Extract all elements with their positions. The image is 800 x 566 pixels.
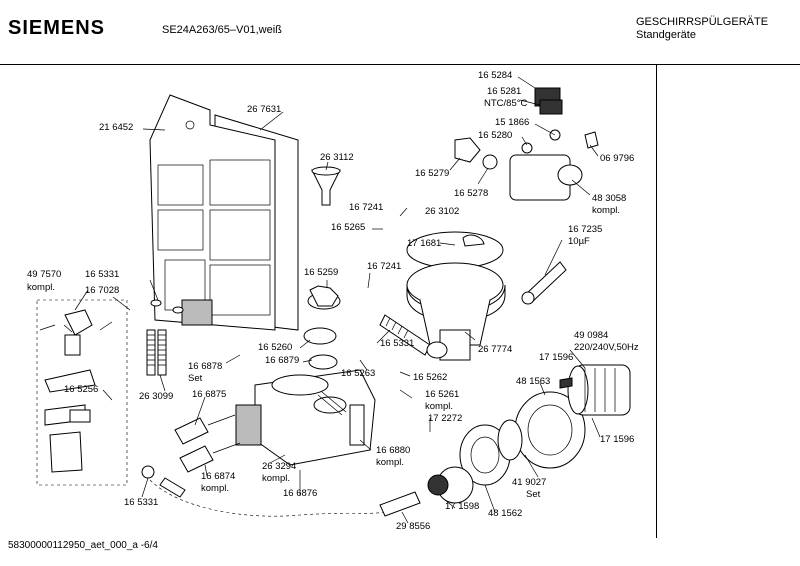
part-label: Set: [526, 489, 541, 500]
kit-497570-drawing: [36, 299, 128, 486]
part-label: 26 7631: [247, 104, 281, 115]
brand-logo: SIEMENS: [8, 17, 106, 39]
part-label: 26 3112: [320, 152, 354, 163]
part-label: 16 5262: [413, 372, 447, 383]
part-label: 16 5261: [425, 389, 459, 400]
part-label: 16 6879: [265, 355, 299, 366]
valves-drawing: [174, 414, 241, 473]
part-label: 15 1866: [495, 117, 529, 128]
part-label: 17 2272: [428, 413, 462, 424]
category-title: GESCHIRRSPÜLGERÄTE: [636, 16, 769, 28]
part-label: 17 1681: [407, 238, 441, 249]
part-label: 16 5280: [478, 130, 512, 141]
category-subtitle: Standgeräte: [636, 29, 696, 41]
part-label: kompl.: [262, 473, 290, 484]
panel-drawing: [149, 94, 299, 331]
capacitor-drawing: [521, 261, 567, 305]
rings-drawing: [303, 285, 341, 370]
part-label: 21 6452: [99, 122, 133, 133]
part-label: 16 5265: [331, 222, 365, 233]
part-label: 16 5284: [478, 70, 512, 81]
part-label: 16 5331: [124, 497, 158, 508]
part-label: 16 7028: [85, 285, 119, 296]
part-label: 16 5331: [380, 338, 414, 349]
part-label: kompl.: [425, 401, 453, 412]
part-label: 16 5256: [64, 384, 98, 395]
part-label: 10µF: [568, 236, 590, 247]
model-number: SE24A263/65–V01,weiß: [162, 24, 282, 36]
part-label: 48 1562: [488, 508, 522, 519]
drain-hose-drawing: [141, 465, 421, 517]
part-label: NTC/85°C: [484, 98, 528, 109]
part-label: 26 7774: [478, 344, 512, 355]
hose-drawing: [379, 314, 448, 359]
part-label: 26 3294: [262, 461, 296, 472]
part-label: 16 6876: [283, 488, 317, 499]
part-label: 16 5331: [85, 269, 119, 280]
leader-lines: [63, 76, 601, 524]
part-label: kompl.: [27, 282, 55, 293]
part-label: kompl.: [201, 483, 229, 494]
part-label: 17 1596: [600, 434, 634, 445]
water-switch-drawing: [454, 87, 599, 201]
part-label: 17 1598: [445, 501, 479, 512]
part-label: kompl.: [376, 457, 404, 468]
part-label: 16 5279: [415, 168, 449, 179]
part-label: 41 9027: [512, 477, 546, 488]
part-label: 16 7235: [568, 224, 602, 235]
part-label: 16 5259: [304, 267, 338, 278]
part-label: 220/240V,50Hz: [574, 342, 639, 353]
part-labels: 16 5284 16 5281 NTC/85°C 15 1866 16 5280…: [27, 70, 639, 532]
funnel-drawing: [311, 166, 341, 206]
part-label: 26 3099: [139, 391, 173, 402]
heater-tank-drawing: [235, 369, 376, 466]
part-label: 48 1563: [516, 376, 550, 387]
sump-drawing: [406, 231, 506, 361]
right-margin-divider: [656, 65, 657, 538]
part-label: 16 7241: [367, 261, 401, 272]
part-label: 16 5260: [258, 342, 292, 353]
part-label: Set: [188, 373, 203, 384]
part-label: kompl.: [592, 205, 620, 216]
part-label: 48 3058: [592, 193, 626, 204]
hoses-263099-drawing: [146, 299, 184, 376]
part-label: 49 0984: [574, 330, 608, 341]
header-divider: [0, 64, 800, 65]
part-label: 16 5263: [341, 368, 375, 379]
part-label: 17 1596: [539, 352, 573, 363]
part-label: 49 7570: [27, 269, 61, 280]
part-label: 06 9796: [600, 153, 634, 164]
part-label: 26 3102: [425, 206, 459, 217]
footer-document-id: 58300000112950_aet_000_a -6/4: [8, 540, 158, 551]
pump-drawing: [427, 391, 586, 504]
part-label: 16 7241: [349, 202, 383, 213]
part-label: 29 8556: [396, 521, 430, 532]
part-label: 16 6878: [188, 361, 222, 372]
part-label: 16 6875: [192, 389, 226, 400]
motor-drawing: [559, 364, 631, 416]
part-label: 16 5278: [454, 188, 488, 199]
part-label: 16 6880: [376, 445, 410, 456]
part-label: 16 6874: [201, 471, 235, 482]
part-label: 16 5281: [487, 86, 521, 97]
